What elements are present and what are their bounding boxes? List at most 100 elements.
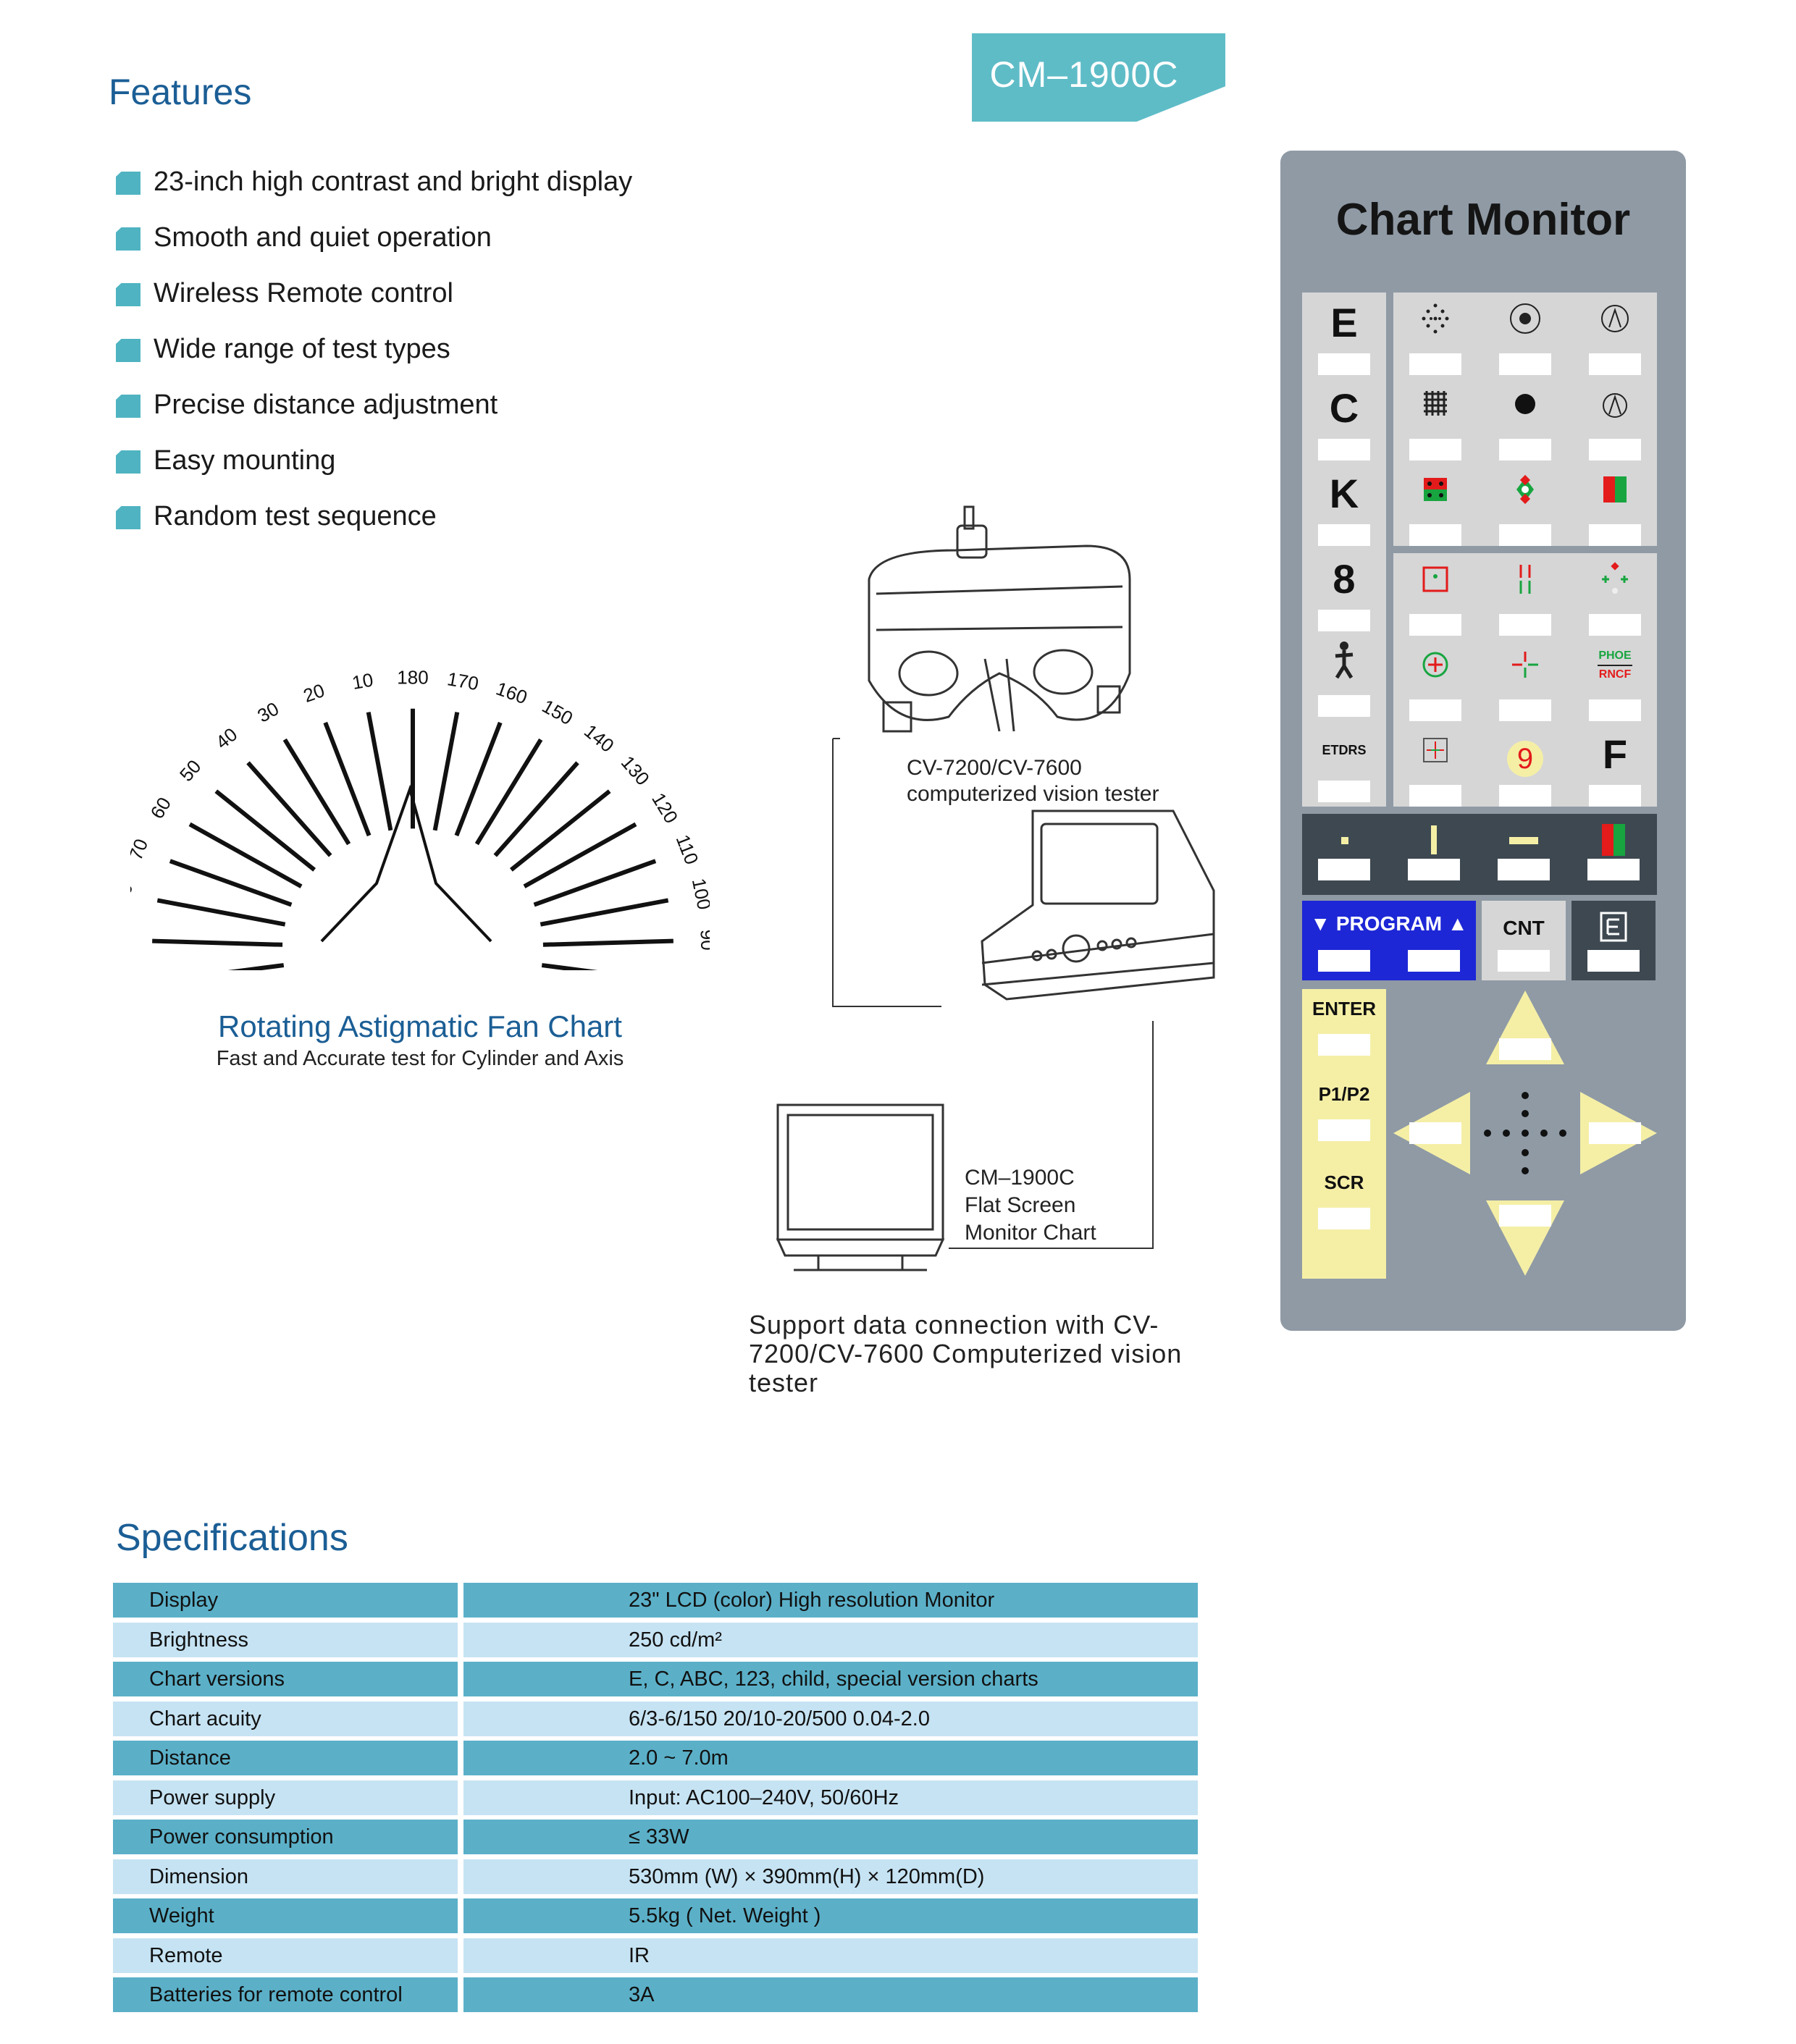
chart-key-grid[interactable]	[1393, 378, 1477, 465]
child-figure-icon	[1302, 639, 1386, 691]
fan-line	[188, 822, 303, 888]
chart-key-dot[interactable]	[1483, 378, 1567, 465]
fan-angle-label: 140	[580, 720, 618, 757]
grid-pattern-icon	[1393, 382, 1477, 434]
chart-key-c[interactable]: C	[1302, 378, 1386, 465]
chart-key-9[interactable]: 9	[1483, 724, 1567, 811]
arrow-right-button[interactable]	[1580, 1092, 1657, 1174]
fan-dial-icon	[1573, 297, 1657, 349]
connection-lines	[832, 738, 1154, 1249]
chart-key-clock[interactable]	[1483, 293, 1567, 379]
letter-c-label: C	[1329, 385, 1359, 431]
key-slot	[1589, 785, 1641, 807]
key-slot	[1318, 1034, 1370, 1056]
fan-line	[282, 738, 351, 846]
chart-key-split-cross[interactable]	[1483, 639, 1567, 726]
small-square-icon	[1302, 818, 1386, 870]
spec-label: Display	[113, 1583, 458, 1618]
scr-key[interactable]: SCR	[1302, 1163, 1386, 1250]
chart-key-red-green[interactable]	[1393, 463, 1477, 550]
arrow-up-button[interactable]	[1486, 991, 1564, 1064]
key-slot	[1499, 614, 1551, 636]
feature-item: Wireless Remote control	[116, 272, 632, 328]
model-name: CM–1900C	[989, 54, 1179, 95]
model-tag: CM–1900C	[972, 33, 1225, 122]
solid-dot-icon	[1483, 382, 1567, 434]
feature-item: Smooth and quiet operation	[116, 216, 632, 272]
mask-key-red-green[interactable]	[1572, 814, 1656, 895]
vertical-slit-icon	[1392, 818, 1476, 870]
chart-key-fan-1[interactable]	[1573, 293, 1657, 379]
letter-k-label: K	[1329, 471, 1359, 516]
key-slot	[1409, 699, 1461, 721]
feature-item: Precise distance adjustment	[116, 384, 632, 439]
fan-angle-label: 170	[445, 668, 480, 694]
fan-chart-subtitle: Fast and Accurate test for Cylinder and …	[216, 1047, 624, 1070]
feature-text: 23-inch high contrast and bright display	[154, 167, 633, 197]
chart-key-fan-2[interactable]	[1573, 378, 1657, 465]
phoropter-caption-2: computerized vision tester	[907, 782, 1159, 806]
mask-key-horizontal[interactable]	[1482, 814, 1566, 895]
digit-8-label: 8	[1333, 556, 1356, 602]
spec-value: 23" LCD (color) High resolution Monitor	[463, 1583, 1198, 1618]
vertical-bars-icon	[1483, 558, 1567, 610]
chart-key-crosses[interactable]	[1573, 553, 1657, 640]
chart-key-bars[interactable]	[1483, 553, 1567, 640]
key-slot	[1589, 439, 1641, 460]
key-slot	[1409, 353, 1461, 375]
fan-angle-label: 150	[539, 695, 577, 729]
spec-value: ≤ 33W	[463, 1820, 1198, 1854]
chart-key-square[interactable]	[1393, 553, 1477, 640]
chart-key-duochrome[interactable]	[1573, 463, 1657, 550]
monitor-caption-1: CM–1900C	[965, 1166, 1075, 1190]
fixation-square-icon	[1393, 558, 1477, 610]
phoropter-icon	[868, 505, 1131, 733]
chart-key-8[interactable]: 8	[1302, 549, 1386, 636]
mask-key-vertical[interactable]	[1392, 814, 1476, 895]
fan-line	[432, 712, 460, 831]
chart-key-f[interactable]: F	[1573, 724, 1657, 811]
feature-text: Easy mounting	[154, 445, 336, 476]
fan-line	[227, 963, 285, 970]
mask-key-dot[interactable]	[1302, 814, 1386, 895]
box-cross-icon	[1393, 728, 1477, 781]
key-slot	[1589, 524, 1641, 546]
fan-chart-title: Rotating Astigmatic Fan Chart	[218, 1009, 622, 1043]
menu-key[interactable]	[1572, 901, 1656, 980]
key-slot	[1318, 524, 1370, 546]
fan-angle-label: 20	[301, 679, 327, 707]
p1p2-key[interactable]: P1/P2	[1302, 1074, 1386, 1161]
chart-key-worth[interactable]	[1483, 463, 1567, 550]
spec-value: 3A	[463, 1977, 1198, 2012]
spec-value: E, C, ABC, 123, child, special version c…	[463, 1662, 1198, 1696]
key-slot	[1409, 614, 1461, 636]
chart-key-circle-cross[interactable]	[1393, 639, 1477, 726]
enter-key[interactable]: ENTER	[1302, 989, 1386, 1076]
feature-item: Wide range of test types	[116, 328, 632, 384]
chart-key-e[interactable]: E	[1302, 293, 1386, 379]
chart-key-etdrs[interactable]: ETDRS	[1302, 720, 1386, 807]
letter-f-label: F	[1602, 731, 1628, 777]
key-slot	[1408, 859, 1460, 880]
feature-list: 23-inch high contrast and bright display…	[116, 161, 632, 551]
program-key[interactable]: ▼ PROGRAM ▲	[1302, 901, 1476, 980]
chart-key-box-cross[interactable]	[1393, 724, 1477, 811]
chart-key-child[interactable]	[1302, 634, 1386, 721]
crosses-icon	[1573, 558, 1657, 610]
chart-key-k[interactable]: K	[1302, 463, 1386, 550]
red-green-mask-icon	[1572, 818, 1656, 870]
remote-control-panel: Chart Monitor E C K 8 ETDRS	[1280, 151, 1686, 1331]
cnt-key[interactable]: CNT	[1482, 901, 1566, 980]
red-green-test-icon	[1393, 468, 1477, 520]
arrow-left-button[interactable]	[1393, 1092, 1470, 1174]
arrow-down-button[interactable]	[1486, 1200, 1564, 1276]
chart-key-dots[interactable]	[1393, 293, 1477, 379]
device-connection-diagram: CV-7200/CV-7600 computerized vision test…	[776, 505, 1215, 1271]
fan-angle-label: 10	[351, 669, 375, 694]
chart-key-phoe-rncf[interactable]: PHOE RNCF	[1573, 639, 1657, 726]
key-slot	[1498, 950, 1550, 972]
